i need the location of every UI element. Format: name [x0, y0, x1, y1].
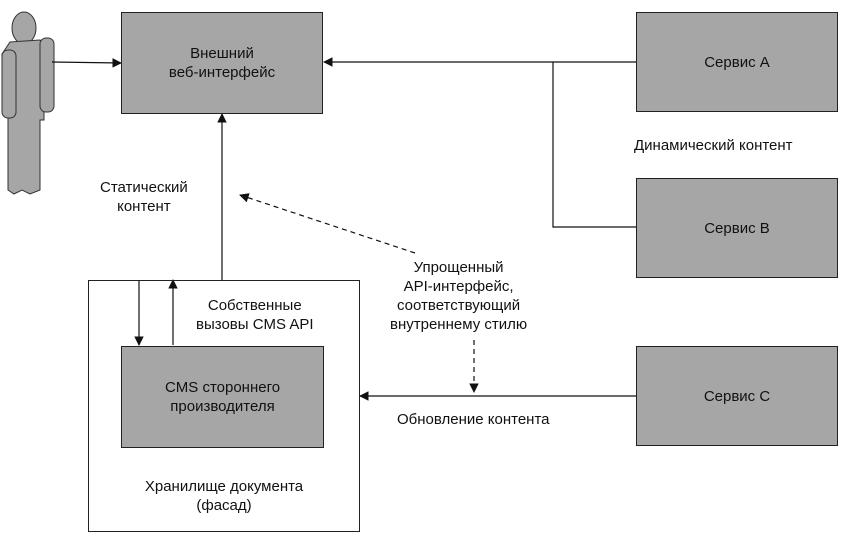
web-interface-line1: Внешний: [190, 45, 254, 62]
facade-box: Хранилище документа (фасад): [88, 280, 360, 532]
cms-line1: CMS стороннего: [164, 379, 281, 396]
service-c-label: Сервис C: [703, 387, 771, 405]
cms-box: CMS стороннего производителя: [121, 346, 324, 448]
web-interface-box: Внешний веб-интерфейс: [121, 12, 323, 114]
content-update-label: Обновление контента: [397, 411, 550, 428]
service-b-label: Сервис B: [704, 219, 770, 237]
cms-line2: производителя: [170, 398, 275, 415]
line-service-b-to-web: [552, 62, 636, 228]
arrow-simplified-api-to-web: [239, 193, 416, 254]
static-content-label: Статический контент: [100, 179, 188, 215]
service-b-box: Сервис B: [636, 178, 838, 278]
arrow-user-to-web: [51, 58, 122, 68]
service-a-label: Сервис A: [704, 53, 770, 71]
service-c-box: Сервис C: [636, 346, 838, 446]
dynamic-content-label: Динамический контент: [634, 137, 793, 154]
web-interface-line2: веб-интерфейс: [168, 64, 276, 81]
facade-line2: (фасад): [196, 497, 252, 514]
simplified-api-label: Упрощенный API-интерфейс, соответствующи…: [390, 259, 528, 333]
service-a-box: Сервис A: [636, 12, 838, 112]
person-icon: [1, 11, 55, 195]
facade-line1: Хранилище документа: [144, 478, 304, 495]
native-cms-api-label: Собственные вызовы CMS API: [196, 297, 314, 333]
